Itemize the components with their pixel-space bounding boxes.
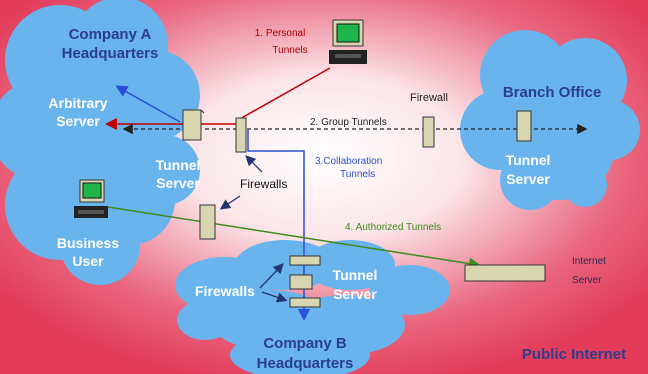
- internet-server-device: [464, 264, 546, 282]
- group-tunnels-label: 2. Group Tunnels: [310, 117, 387, 128]
- company-a-title: Company A: [69, 26, 152, 43]
- internet-server-label: Server: [572, 275, 602, 286]
- internet-server-label: Internet: [572, 256, 606, 267]
- tunnel-server-b-label: Server: [333, 286, 377, 302]
- collaboration-tunnels-label: 3.Collaboration: [315, 156, 382, 167]
- arbitrary-server-label: Arbitrary: [48, 95, 107, 111]
- business-user-label: User: [72, 253, 104, 269]
- firewall-a2-device: [199, 204, 216, 240]
- business-user-label: Business: [57, 235, 119, 251]
- arbitrary-server-label: Server: [56, 113, 100, 129]
- company-a-title: Headquarters: [62, 45, 159, 62]
- company-b-firewall-bottom-device: [289, 297, 321, 308]
- computer-icon: [329, 19, 367, 64]
- firewalls-b-arrow-2: [261, 291, 288, 303]
- branch-tunnel-server-device: [516, 110, 532, 142]
- computer-icon: [74, 179, 108, 218]
- personal-tunnels-label: Tunnels: [272, 45, 307, 56]
- firewalls-arrow-2: [219, 195, 241, 210]
- authorized-tunnels-label: 4. Authorized Tunnels: [345, 222, 441, 233]
- authorized-tunnel-line: [107, 206, 481, 270]
- tunnel-server-a-label: Server: [156, 175, 200, 191]
- branch-tunnel-server-label: Server: [506, 171, 550, 187]
- branch-firewall-device: [422, 116, 435, 148]
- firewalls-b-arrow-1: [259, 263, 284, 289]
- company-b-title: Company B: [263, 335, 347, 352]
- firewall-branch-label: Firewall: [410, 92, 448, 104]
- firewalls-a-label: Firewalls: [240, 177, 287, 191]
- public-internet-label: Public Internet: [522, 346, 626, 363]
- branch-office-cloud: [460, 30, 640, 210]
- firewall-a-device: [235, 117, 247, 153]
- firewalls-arrow-1: [245, 155, 263, 173]
- tunnel-server-a-label: Tunnel: [156, 157, 201, 173]
- branch-tunnel-server-label: Tunnel: [506, 152, 551, 168]
- branch-office-title: Branch Office: [503, 84, 601, 101]
- company-b-title: Headquarters: [257, 355, 354, 372]
- collaboration-tunnel-line: [247, 130, 310, 321]
- personal-tunnel-line-1: [237, 67, 331, 121]
- arbitrary-server-link: [115, 85, 181, 123]
- company-a-cloud: [0, 0, 200, 285]
- personal-tunnels-label: 1. Personal: [255, 28, 306, 39]
- tunnel-server-a-device: [182, 109, 205, 141]
- firewalls-b-label: Firewalls: [195, 283, 255, 299]
- tunnel-server-b-label: Tunnel: [333, 267, 378, 283]
- collaboration-tunnels-label: Tunnels: [340, 169, 375, 180]
- company-b-tunnel-server-device: [289, 274, 313, 290]
- company-b-firewall-top-device: [289, 255, 321, 266]
